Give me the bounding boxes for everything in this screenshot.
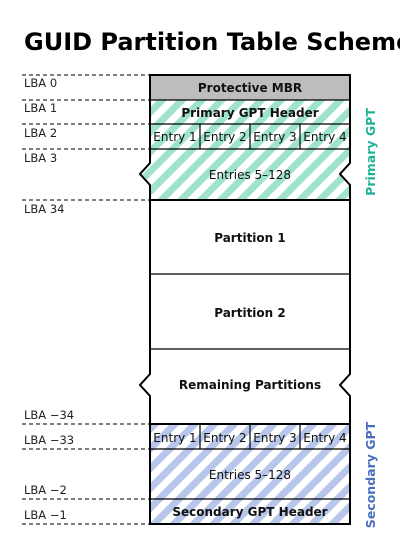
protective-mbr-label: Protective MBR xyxy=(198,81,302,95)
lba-label-minus-34: LBA −34 xyxy=(24,408,74,422)
primary-entry-4: Entry 4 xyxy=(303,130,346,144)
secondary-entry-3: Entry 3 xyxy=(253,431,296,445)
primary-entries-more: Entries 5–128 xyxy=(209,168,291,182)
secondary-entry-4: Entry 4 xyxy=(303,431,346,445)
partition-1-label: Partition 1 xyxy=(214,231,286,245)
lba-label-minus-2: LBA −2 xyxy=(24,483,67,497)
primary-gpt-region xyxy=(140,100,350,200)
lba-label-minus-33: LBA −33 xyxy=(24,433,74,447)
protective-mbr-block xyxy=(150,75,350,100)
primary-header-label: Primary GPT Header xyxy=(181,106,318,120)
entry-separators xyxy=(199,124,301,449)
lba-label-3: LBA 3 xyxy=(24,151,57,165)
lba-label-0: LBA 0 xyxy=(24,76,57,90)
lba-label-2: LBA 2 xyxy=(24,126,57,140)
disk-outline xyxy=(138,74,351,525)
primary-entry-1: Entry 1 xyxy=(153,130,196,144)
primary-gpt-side-label: Primary GPT xyxy=(363,108,378,196)
secondary-header-label: Secondary GPT Header xyxy=(172,505,327,519)
lba-label-1: LBA 1 xyxy=(24,101,57,115)
primary-entry-3: Entry 3 xyxy=(253,130,296,144)
remaining-partitions-label: Remaining Partitions xyxy=(179,378,321,392)
lba-guides xyxy=(22,74,150,525)
primary-entry-2: Entry 2 xyxy=(203,130,246,144)
secondary-entry-2: Entry 2 xyxy=(203,431,246,445)
secondary-entries-more: Entries 5–128 xyxy=(209,468,291,482)
secondary-gpt-side-label: Secondary GPT xyxy=(363,421,378,528)
lba-label-minus-1: LBA −1 xyxy=(24,508,67,522)
partition-2-label: Partition 2 xyxy=(214,306,286,320)
lba-label-34: LBA 34 xyxy=(24,202,64,216)
page-title: GUID Partition Table Scheme xyxy=(24,28,400,56)
secondary-entry-1: Entry 1 xyxy=(153,431,196,445)
